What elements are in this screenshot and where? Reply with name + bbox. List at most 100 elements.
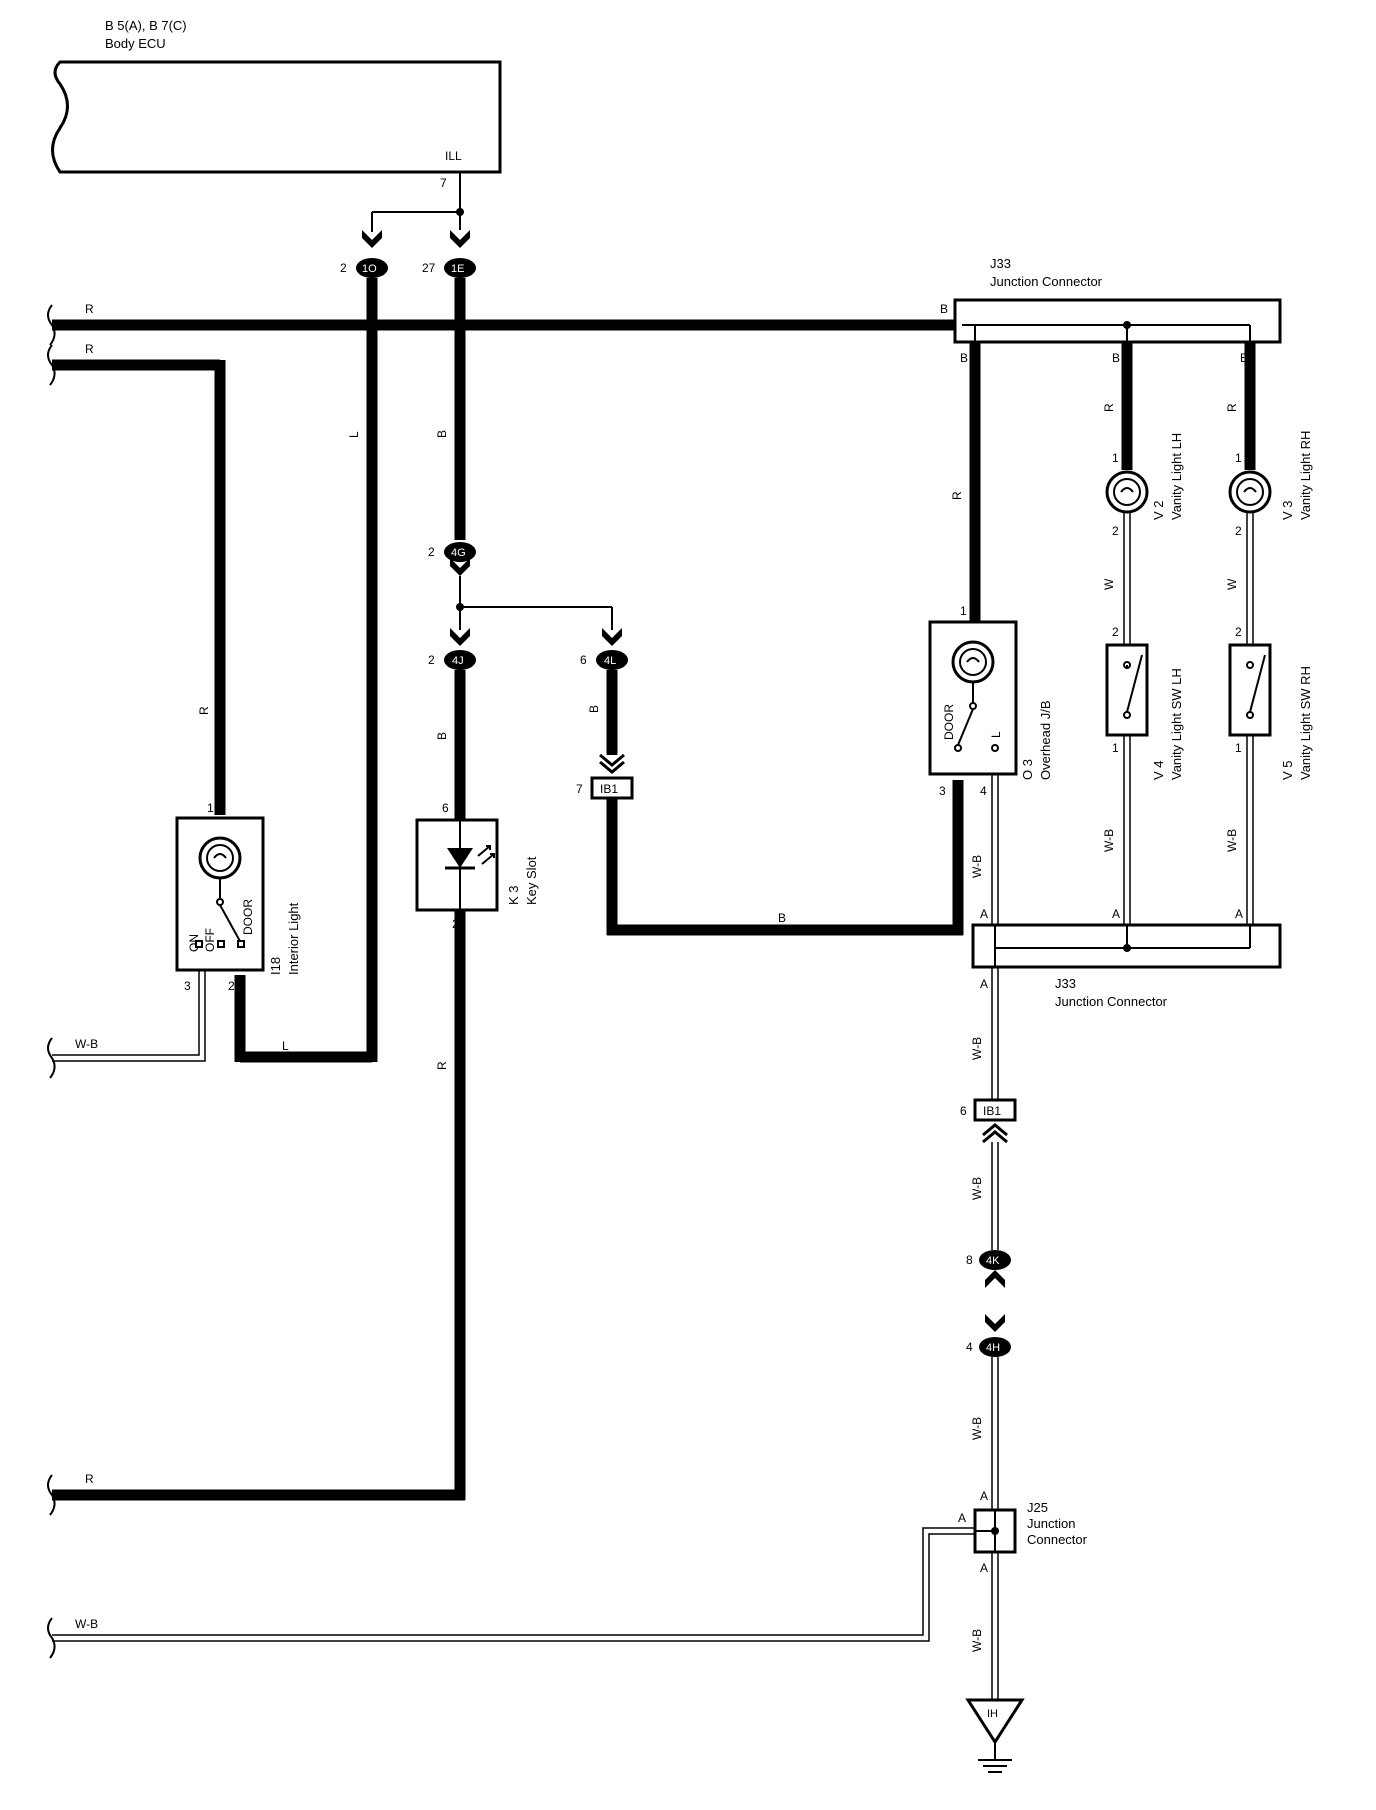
wire-label-w-2: W — [1225, 578, 1239, 590]
key-slot: 6 2 K 3 Key Slot — [415, 801, 539, 931]
connector-4J-name: 4J — [452, 655, 464, 667]
connector-IB1-bottom-pin: 6 — [960, 1104, 967, 1118]
vanity-sw-rh: 2 1 V 5 Vanity Light SW RH — [1228, 625, 1313, 780]
wire-label-r-2: R — [85, 342, 94, 356]
overhead-jb-ref: O 3 — [1020, 759, 1035, 780]
j33-bottom-pin-a-3: A — [1235, 907, 1243, 921]
interior-light: 1 ON OFF DOOR 3 2 I18 Interior Light — [175, 801, 301, 993]
connector-4J-pin: 2 — [428, 653, 435, 667]
body-ecu: B 5(A), B 7(C) Body ECU ILL 7 — [51, 18, 502, 190]
interior-light-pin2: 2 — [228, 979, 235, 993]
led-icon — [447, 848, 473, 868]
connector-4G: 4G 2 — [428, 542, 476, 576]
j25-line2: Connector — [1027, 1532, 1088, 1547]
l-wire: L L — [234, 278, 378, 1063]
switch-lever-icon — [219, 904, 242, 944]
wire-label-r-3: R — [197, 706, 211, 715]
connector-4L-name: 4L — [604, 655, 616, 667]
wb-wire-j25-left: W-B — [47, 1527, 975, 1659]
ecu-pin-number: 7 — [440, 176, 447, 190]
connector-IB1-top: IB1 7 — [576, 776, 634, 800]
wb-wire-4h-j25: W-B A — [970, 1357, 999, 1510]
vanity-sw-rh-pin2: 2 — [1235, 625, 1242, 639]
connector-4H: 4H 4 — [966, 1314, 1011, 1357]
overhead-jb-pin3: 3 — [939, 784, 946, 798]
vanity-lh-pin1: 1 — [1112, 451, 1119, 465]
r-wires-j33: R R R — [950, 342, 1256, 625]
wire-label-wb-5: W-B — [970, 1037, 984, 1060]
switch-icon — [1126, 654, 1143, 713]
connector-4J: 4J 2 — [428, 628, 476, 670]
b-wire-4j: B — [435, 670, 466, 820]
connector-4L-pin: 6 — [580, 653, 587, 667]
j25-line1: Junction — [1027, 1516, 1075, 1531]
vanity-light-lh: 1 2 V 2 Vanity Light LH — [1105, 433, 1184, 538]
wire-label-r-4: R — [435, 1061, 449, 1070]
wb-wire-overhead: W-B A — [970, 774, 999, 930]
wire-label-r-6: R — [950, 491, 964, 500]
j33-top-name: Junction Connector — [990, 274, 1103, 289]
overhead-jb-door: DOOR — [942, 704, 956, 740]
wire-label-wb: W-B — [75, 1037, 98, 1051]
wire-label-wb-3: W-B — [1225, 829, 1239, 852]
ground-name: IH — [987, 1708, 998, 1720]
interior-light-name: Interior Light — [286, 902, 301, 975]
vanity-rh-name: Vanity Light RH — [1298, 431, 1313, 520]
j33-bottom-pin-a-1: A — [980, 907, 988, 921]
wb-wires-switches: W-B W-B A A — [1102, 735, 1254, 930]
vanity-sw-lh-pin2: 2 — [1112, 625, 1119, 639]
r-wire-interior: R R — [47, 342, 226, 815]
interior-light-ref: I18 — [268, 957, 283, 975]
interior-light-pin1: 1 — [207, 801, 214, 815]
wire-label-l-2: L — [282, 1039, 289, 1053]
vanity-sw-rh-pin1: 1 — [1235, 741, 1242, 755]
r-wire-keyslot: R R — [47, 910, 466, 1516]
overhead-jb: 1 DOOR L 3 4 O 3 Overhead J/B — [928, 604, 1053, 798]
interior-light-pin3: 3 — [184, 979, 191, 993]
b-wire-4l: B — [587, 670, 625, 774]
j33-top-ref: J33 — [990, 256, 1011, 271]
connector-4K-pin: 8 — [966, 1253, 973, 1267]
connector-4L: 4L 6 — [580, 628, 628, 670]
connector-4G-name: 4G — [451, 547, 466, 559]
j33-bottom: A J33 Junction Connector — [971, 923, 1282, 1009]
wire-label-b: B — [435, 430, 449, 438]
j25-pin-a-bottom: A — [980, 1561, 988, 1575]
connector-1O-name: 1O — [362, 263, 377, 275]
vanity-rh-pin1: 1 — [1235, 451, 1242, 465]
wire-label-w: W — [1102, 578, 1116, 590]
ecu-ill-wire — [371, 172, 464, 232]
vanity-sw-lh-ref: V 4 — [1151, 760, 1166, 780]
switch-lever-icon — [957, 708, 974, 746]
ecu-ref: B 5(A), B 7(C) — [105, 18, 187, 33]
connector-IB1-bottom: IB1 6 — [960, 1098, 1017, 1144]
j25-ref: J25 — [1027, 1500, 1048, 1515]
wire-label-l: L — [347, 431, 361, 438]
connector-1E-pin: 27 — [422, 261, 436, 275]
wire-label-r-8: R — [1225, 403, 1239, 412]
j33-top-pin-b-1: B — [960, 351, 968, 365]
vanity-sw-rh-name: Vanity Light SW RH — [1298, 666, 1313, 780]
j33-top-pin-b-3: B — [1240, 351, 1248, 365]
vanity-sw-rh-ref: V 5 — [1280, 760, 1295, 780]
j25: A A J25 Junction Connector — [958, 1500, 1088, 1575]
ecu-box — [51, 60, 502, 174]
wb-wire-ground: W-B — [970, 1552, 999, 1700]
connector-1O: 1O 2 — [340, 230, 388, 278]
overhead-jb-pin1: 1 — [960, 604, 967, 618]
wire-label-wb-2: W-B — [1102, 829, 1116, 852]
interior-light-door: DOOR — [241, 899, 255, 935]
j33-bottom-pin-a: A — [980, 977, 988, 991]
wire-label-b-4: B — [435, 732, 449, 740]
j33-bottom-ref: J33 — [1055, 976, 1076, 991]
connector-IB1-top-pin: 7 — [576, 782, 583, 796]
b-wire-1e: B — [435, 278, 466, 540]
j33-bottom-name: Junction Connector — [1055, 994, 1168, 1009]
interior-light-off: OFF — [203, 928, 217, 952]
key-slot-pin6: 6 — [442, 801, 449, 815]
vanity-lh-ref: V 2 — [1151, 500, 1166, 520]
wb-wire-ib1-4k: W-B — [970, 1142, 999, 1250]
ground-ih: IH — [965, 1698, 1025, 1773]
j33-top: J33 Junction Connector B B B — [953, 256, 1282, 365]
